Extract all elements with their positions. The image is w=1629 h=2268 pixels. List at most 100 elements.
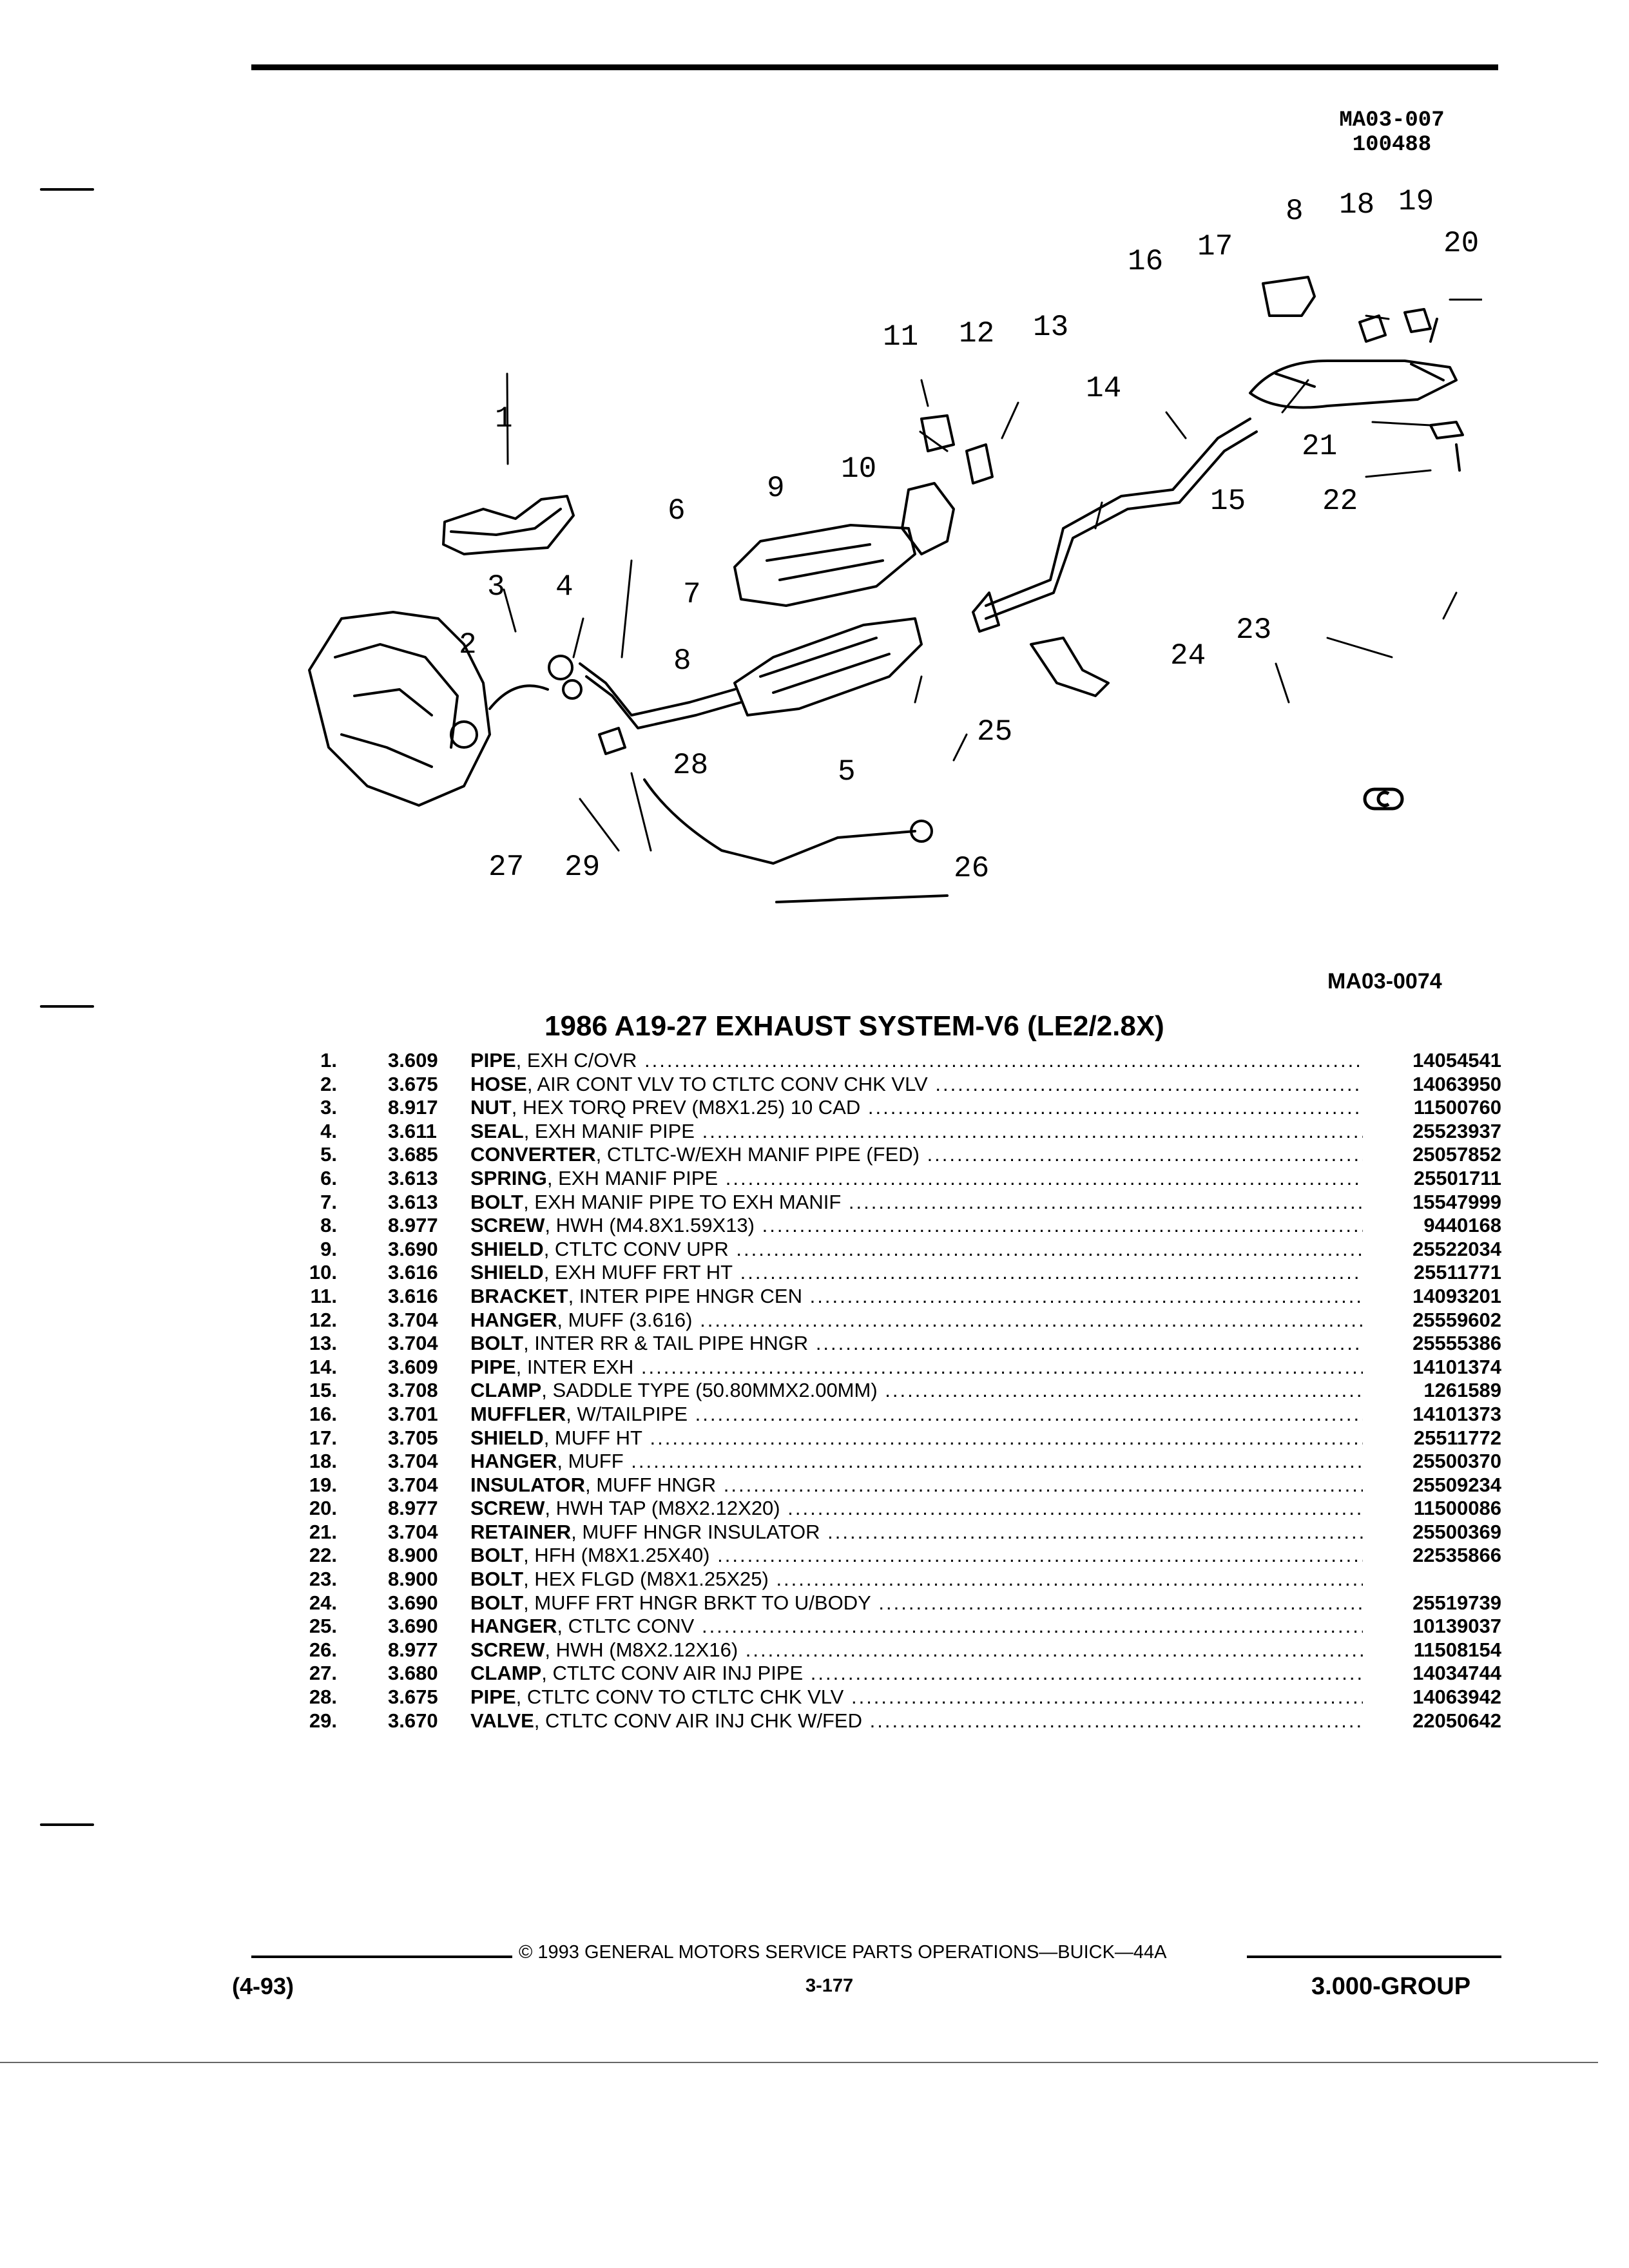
muffler-hanger-18 <box>1358 314 1387 343</box>
leader-dots: ........................................… <box>631 1450 1363 1473</box>
bottom-rule <box>0 2062 1598 2063</box>
group-number: 3.675 <box>388 1686 438 1709</box>
muffler-hanger-insulator <box>1403 308 1432 333</box>
item-number: 19. <box>309 1473 337 1496</box>
item-number: 16. <box>309 1402 337 1425</box>
callout-5: 5 <box>838 755 856 789</box>
part-number: 25519739 <box>1412 1591 1501 1614</box>
part-name: MUFFLER <box>470 1402 566 1425</box>
part-description: SHIELD, CTLTC CONV UPR .................… <box>470 1238 1363 1262</box>
item-number: 27. <box>309 1662 337 1685</box>
callout-23: 23 <box>1236 613 1271 647</box>
item-number: 24. <box>309 1591 337 1614</box>
illustration-code: MA03-0074 <box>1327 969 1442 994</box>
group-number: 3.701 <box>388 1402 438 1425</box>
part-name: SPRING <box>470 1166 547 1189</box>
part-description: MUFFLER, W/TAILPIPE ....................… <box>470 1403 1363 1427</box>
part-name: CONVERTER <box>470 1143 596 1166</box>
callout-29: 29 <box>564 850 600 884</box>
part-name: BOLT <box>470 1544 524 1567</box>
margin-mark <box>40 188 94 191</box>
part-description: SCREW, HWH TAP (M8X2.12X20) ............… <box>470 1497 1363 1521</box>
part-name: VALVE <box>470 1709 534 1732</box>
leader-dots: ........................................… <box>700 1308 1363 1331</box>
leader-dots: ........................................… <box>736 1237 1363 1260</box>
item-number: 5. <box>320 1143 337 1166</box>
part-spec: , SADDLE TYPE (50.80MMX2.00MM) <box>541 1379 878 1402</box>
callout-6: 6 <box>668 494 686 528</box>
footer-rule-right <box>1247 1956 1501 1958</box>
muffler <box>1249 360 1458 409</box>
part-number: 25509234 <box>1412 1473 1501 1496</box>
callout-18: 18 <box>1339 188 1374 222</box>
group-number: 3.690 <box>388 1615 438 1638</box>
part-description: BOLT, MUFF FRT HNGR BRKT TO U/BODY .....… <box>470 1591 1363 1615</box>
leader-dots: ........................................… <box>878 1591 1363 1614</box>
part-description: VALVE, CTLTC CONV AIR INJ CHK W/FED ....… <box>470 1709 1363 1733</box>
group-number: 3.704 <box>388 1308 438 1331</box>
item-number: 29. <box>309 1709 337 1732</box>
callout-15: 15 <box>1210 485 1246 518</box>
leader-dots: ........................................… <box>776 1568 1363 1591</box>
group-label: 3.000-GROUP <box>1311 1973 1471 2000</box>
part-name: RETAINER <box>470 1520 572 1543</box>
check-valve <box>598 727 626 755</box>
part-spec: , W/TAILPIPE <box>566 1402 688 1425</box>
item-number: 3. <box>320 1096 337 1119</box>
part-description: BRACKET, INTER PIPE HNGR CEN ...........… <box>470 1285 1363 1309</box>
leader-dots: ........................................… <box>827 1520 1363 1543</box>
part-number: 11508154 <box>1413 1638 1501 1661</box>
callout-22: 22 <box>1322 485 1358 518</box>
group-number: 3.704 <box>388 1473 438 1496</box>
crossover-pipe <box>442 495 575 555</box>
callout-17: 17 <box>1197 230 1233 264</box>
callout-10: 10 <box>841 452 876 486</box>
part-description: PIPE, INTER EXH ........................… <box>470 1356 1363 1379</box>
item-number: 4. <box>320 1119 337 1142</box>
part-spec: , CTLTC CONV TO CTLTC CHK VLV <box>516 1686 844 1709</box>
group-number: 3.675 <box>388 1072 438 1095</box>
gm-logo-icon <box>1363 787 1404 811</box>
part-name: SCREW <box>470 1497 545 1520</box>
callout-14: 14 <box>1086 372 1121 405</box>
page-title: 1986 A19-27 EXHAUST SYSTEM-V6 (LE2/2.8X) <box>545 1010 1164 1042</box>
copyright-notice: © 1993 GENERAL MOTORS SERVICE PARTS OPER… <box>519 1942 1167 1963</box>
callout-12: 12 <box>959 317 994 351</box>
part-description: PIPE, CTLTC CONV TO CTLTC CHK VLV ......… <box>470 1686 1363 1709</box>
part-number: 25057852 <box>1412 1143 1501 1166</box>
group-number: 3.670 <box>388 1709 438 1732</box>
part-spec: , MUFF HNGR INSULATOR <box>571 1520 820 1543</box>
group-number: 3.704 <box>388 1332 438 1355</box>
part-spec: , INTER EXH <box>516 1355 634 1378</box>
muffler-hanger <box>965 443 994 485</box>
part-spec: , EXH MUFF FRT HT <box>543 1261 733 1284</box>
part-spec: , MUFF HT <box>543 1426 642 1449</box>
callout-26: 26 <box>954 852 989 885</box>
figure-code: MA03-007 100488 <box>1315 108 1469 157</box>
part-spec: , HEX FLGD (M8X1.25X25) <box>523 1568 769 1591</box>
part-spec: , HWH (M8X2.12X16) <box>545 1638 738 1661</box>
part-number: 9440168 <box>1423 1214 1501 1237</box>
converter-upper-shield <box>733 524 916 607</box>
part-name: SCREW <box>470 1638 545 1661</box>
group-number: 8.977 <box>388 1638 438 1661</box>
part-spec: , HWH TAP (M8X2.12X20) <box>545 1497 780 1520</box>
part-description: CLAMP, CTLTC CONV AIR INJ PIPE .........… <box>470 1662 1363 1686</box>
part-spec: , CTLTC-W/EXH MANIF PIPE (FED) <box>595 1143 920 1166</box>
part-name: SEAL <box>470 1119 524 1142</box>
part-name: BOLT <box>470 1332 524 1355</box>
bolt-26 <box>775 894 949 903</box>
callout-25: 25 <box>977 715 1012 749</box>
leader-dots: ........................................… <box>702 1119 1363 1142</box>
item-number: 22. <box>309 1544 337 1567</box>
part-description: BOLT, HFH (M8X1.25X40) .................… <box>470 1544 1363 1568</box>
part-number: 14101374 <box>1412 1355 1501 1378</box>
leader-dots: ........................................… <box>927 1143 1363 1166</box>
part-spec: , EXH MANIF PIPE <box>546 1166 718 1189</box>
